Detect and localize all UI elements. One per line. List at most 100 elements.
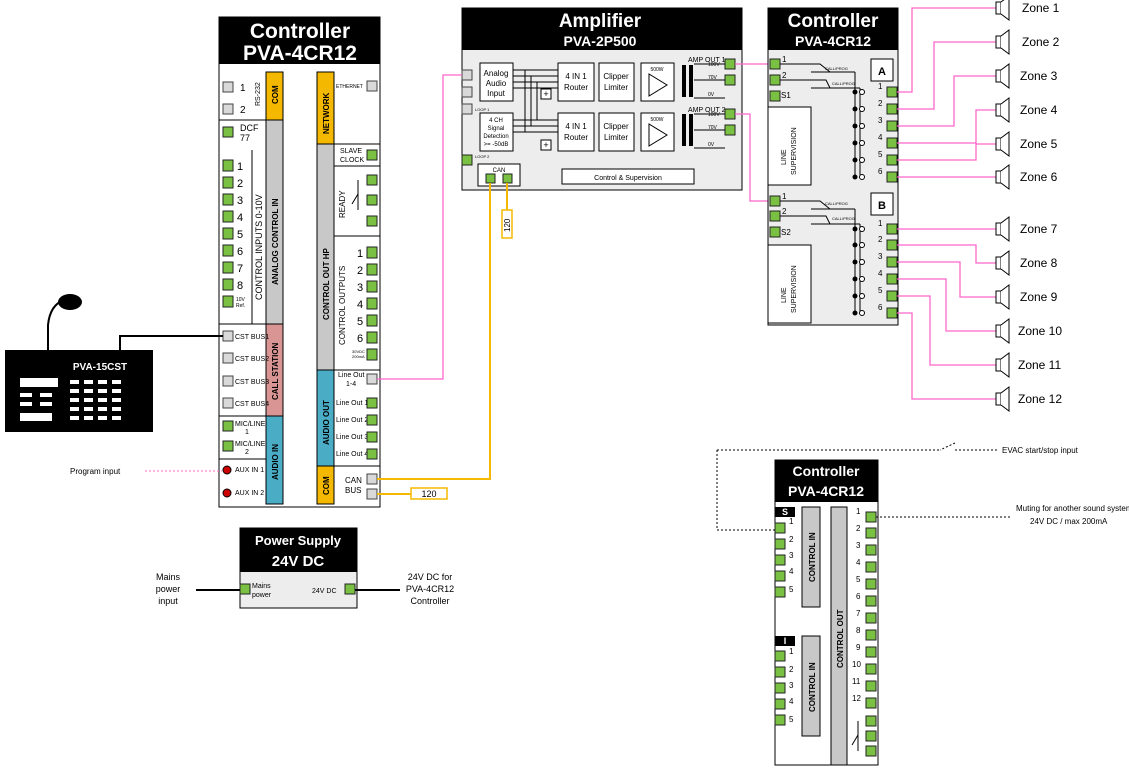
ctrl-r-in-a1[interactable] — [769, 58, 781, 70]
line-out-2[interactable] — [366, 414, 378, 426]
b-out-9[interactable] — [865, 646, 877, 658]
control-out-com[interactable] — [366, 348, 378, 361]
analog-ref-terminal[interactable] — [222, 295, 234, 308]
b-out-1[interactable] — [865, 511, 877, 523]
control-out-2[interactable] — [366, 263, 378, 276]
control-out-5[interactable] — [366, 314, 378, 327]
b-out-11[interactable] — [865, 680, 877, 692]
i-input-4[interactable] — [774, 698, 786, 710]
analog-input-4[interactable] — [222, 210, 234, 223]
aux-in-1-jack[interactable] — [222, 465, 232, 475]
svg-text:S1: S1 — [781, 91, 791, 100]
zone-out-12[interactable] — [886, 307, 898, 319]
mains-terminal[interactable] — [239, 583, 251, 595]
svg-text:S: S — [782, 507, 788, 517]
amp2-70v[interactable] — [724, 124, 736, 136]
line-out-4[interactable] — [366, 448, 378, 460]
b-relay-no[interactable] — [865, 745, 877, 757]
b-relay-com[interactable] — [865, 730, 877, 742]
ctrl-r-in-b2[interactable] — [769, 210, 781, 222]
zone-out-2[interactable] — [886, 103, 898, 115]
ctrl-r-in-b1[interactable] — [769, 195, 781, 207]
i-input-5[interactable] — [774, 714, 786, 726]
ready-no[interactable] — [366, 215, 378, 227]
s-input-4[interactable] — [774, 570, 786, 582]
zone-out-7[interactable] — [886, 223, 898, 235]
svg-text:1-4: 1-4 — [346, 381, 356, 388]
zone-out-10[interactable] — [886, 273, 898, 285]
zone-out-8[interactable] — [886, 239, 898, 251]
s-input-3[interactable] — [774, 554, 786, 566]
control-out-4[interactable] — [366, 297, 378, 310]
b-out-12[interactable] — [865, 697, 877, 709]
slave-clock-terminal[interactable] — [366, 149, 378, 161]
b-out-7[interactable] — [865, 612, 877, 624]
b-relay-nc[interactable] — [865, 715, 877, 727]
com-port-1[interactable] — [222, 81, 234, 93]
aux-in-2-jack[interactable] — [222, 488, 232, 498]
control-out-1[interactable] — [366, 246, 378, 259]
analog-input-7[interactable] — [222, 261, 234, 274]
cst-bus-4[interactable] — [222, 397, 234, 409]
amp-input-1[interactable] — [461, 69, 473, 81]
svg-text:5: 5 — [237, 229, 243, 241]
analog-input-6[interactable] — [222, 244, 234, 257]
ctrl-r-in-a2[interactable] — [769, 74, 781, 86]
mic-line-2-terminal[interactable] — [222, 440, 234, 452]
b-out-10[interactable] — [865, 663, 877, 675]
amp1-70v[interactable] — [724, 74, 736, 86]
ethernet-port[interactable] — [366, 80, 378, 92]
cst-bus-3[interactable] — [222, 375, 234, 387]
zone-out-4[interactable] — [886, 137, 898, 149]
zone-out-1[interactable] — [886, 86, 898, 98]
ready-com[interactable] — [366, 194, 378, 206]
amp1-100v[interactable] — [724, 58, 736, 70]
can-bus-port-2[interactable] — [366, 488, 378, 500]
zone-out-3[interactable] — [886, 120, 898, 132]
analog-input-3[interactable] — [222, 193, 234, 206]
control-out-3[interactable] — [366, 280, 378, 293]
b-out-6[interactable] — [865, 595, 877, 607]
zone-out-5[interactable] — [886, 154, 898, 166]
line-out-1[interactable] — [366, 397, 378, 409]
mic-line-1-terminal[interactable] — [222, 420, 234, 432]
analog-input-5[interactable] — [222, 227, 234, 240]
i-input-2[interactable] — [774, 666, 786, 678]
amp-input-2[interactable] — [461, 86, 473, 98]
can-bus-port-1[interactable] — [366, 473, 378, 485]
amp-loop-2[interactable] — [461, 154, 473, 166]
zone-1-label: Zone 1 — [1022, 1, 1060, 15]
b-out-3[interactable] — [865, 544, 877, 556]
24vdc-terminal[interactable] — [344, 583, 356, 595]
amp-loop-1[interactable] — [461, 103, 473, 115]
zone-out-11[interactable] — [886, 290, 898, 302]
svg-text:2: 2 — [245, 449, 249, 456]
com-port-2[interactable] — [222, 103, 234, 115]
ready-nc[interactable] — [366, 174, 378, 186]
amp-can-2[interactable] — [502, 173, 513, 184]
cst-bus-2[interactable] — [222, 352, 234, 364]
s-input-1[interactable] — [774, 522, 786, 534]
control-out-6[interactable] — [366, 331, 378, 344]
amp-can-1[interactable] — [485, 173, 496, 184]
dcf-terminal[interactable] — [222, 126, 234, 138]
line-out-1-4[interactable] — [366, 373, 378, 385]
ctrl-r-s2[interactable] — [769, 226, 781, 238]
i-input-3[interactable] — [774, 682, 786, 694]
analog-input-2[interactable] — [222, 176, 234, 189]
zone-out-9[interactable] — [886, 256, 898, 268]
zone-out-6[interactable] — [886, 171, 898, 183]
analog-input-8[interactable] — [222, 278, 234, 291]
b-out-2[interactable] — [865, 527, 877, 539]
i-input-1[interactable] — [774, 650, 786, 662]
b-out-5[interactable] — [865, 578, 877, 590]
s-input-5[interactable] — [774, 586, 786, 598]
b-out-8[interactable] — [865, 629, 877, 641]
s-input-2[interactable] — [774, 538, 786, 550]
analog-input-1[interactable] — [222, 159, 234, 172]
ctrl-r-s1[interactable] — [769, 90, 781, 102]
cst-bus-1[interactable] — [222, 330, 234, 342]
b-out-4[interactable] — [865, 561, 877, 573]
line-out-3[interactable] — [366, 431, 378, 443]
amp2-100v[interactable] — [724, 108, 736, 120]
